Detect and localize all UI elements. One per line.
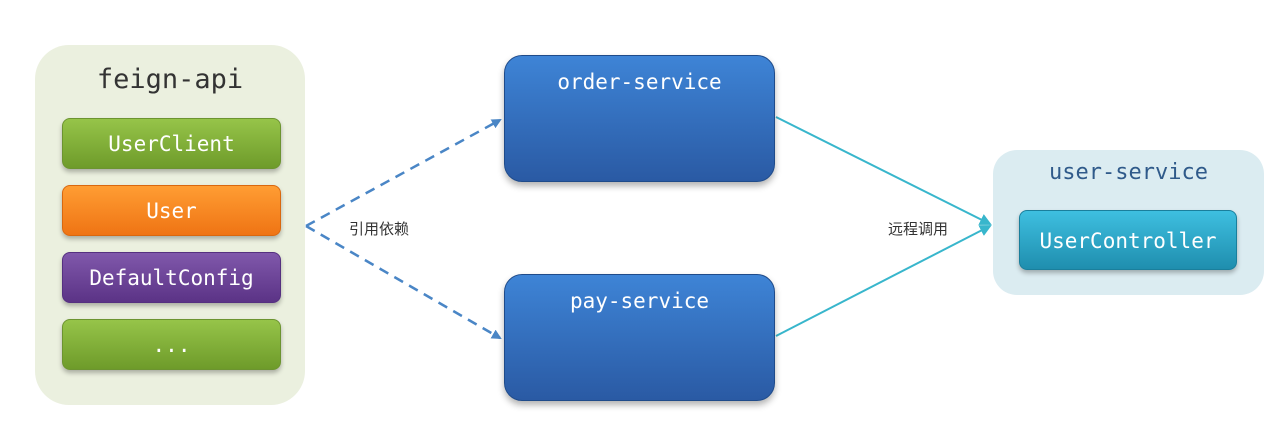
dependency-label: 引用依赖 <box>349 220 410 238</box>
user-client-box: UserClient <box>62 118 281 169</box>
feign-api-title: feign-api <box>96 64 244 95</box>
user-controller-box: UserController <box>1019 210 1237 270</box>
default-config-box: DefaultConfig <box>62 252 281 303</box>
order-service-box: order-service <box>504 55 775 182</box>
remote-call-label: 远程调用 <box>888 220 949 238</box>
dependency-arrow-to-order-service <box>305 118 502 228</box>
remote-call-arrow-from-pay-service <box>775 225 992 337</box>
remote-call-arrow-from-order-service <box>775 116 992 225</box>
more-items-box: ... <box>62 319 281 370</box>
dependency-arrow-to-pay-service <box>305 224 502 340</box>
pay-service-box: pay-service <box>504 274 775 401</box>
user-service-title: user-service <box>1049 160 1208 185</box>
user-box: User <box>62 185 281 236</box>
